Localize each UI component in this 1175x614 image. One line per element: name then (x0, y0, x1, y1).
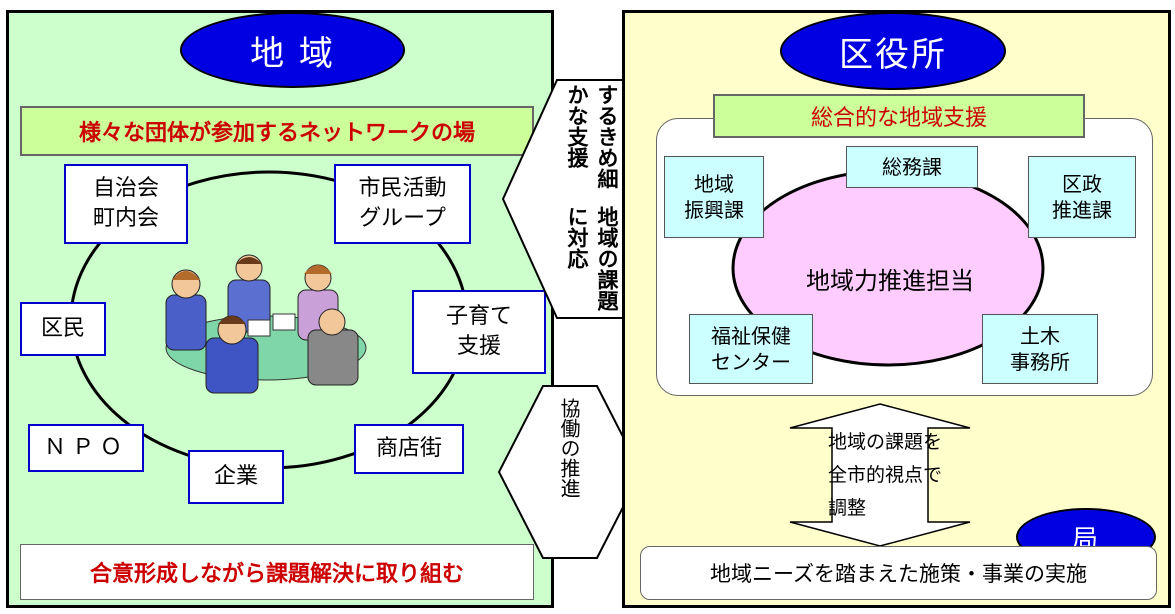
center-label: 地域力推進担当 (806, 266, 974, 295)
group-kosodate: 子育て 支援 (412, 290, 546, 374)
cooperation-hexagon (497, 385, 643, 559)
network-banner: 様々な団体が参加するネットワークの場 (20, 106, 534, 156)
community-title: 地 域 (180, 12, 405, 88)
group-shimin-katsudo: 市民活動 グループ (334, 164, 471, 244)
support-arrow-line2: するきめ細かな支援 (565, 84, 619, 189)
dept-somu: 総務課 (846, 146, 978, 188)
support-arrow-line1: 地域の課題に対応 (565, 205, 619, 311)
dept-kusei: 区政 推進課 (1028, 156, 1136, 238)
group-npo: ＮＰＯ (28, 424, 144, 472)
support-arrow-text: 地域の課題に対応 するきめ細かな支援 (562, 84, 622, 314)
cooperation-text: 協働の推進 (557, 398, 581, 498)
dept-shinko: 地域 振興課 (664, 156, 764, 238)
group-shotengai: 商店街 (354, 424, 464, 474)
group-kigyo: 企業 (188, 450, 284, 504)
ward-office-title: 区役所 (780, 12, 1006, 90)
meeting-illustration (165, 254, 367, 394)
support-banner: 総合的な地域支援 (713, 94, 1085, 138)
group-jichikai: 自治会 町内会 (64, 164, 188, 244)
dept-doboku: 土木 事務所 (982, 314, 1098, 384)
group-kumin: 区民 (20, 302, 106, 356)
dept-fukushi: 福祉保健 センター (689, 314, 813, 384)
consensus-box: 合意形成しながら課題解決に取り組む (20, 544, 534, 600)
policy-box: 地域ニーズを踏まえた施策・事業の実施 (640, 546, 1157, 600)
coordination-text: 地域の課題を 全市的視点で 調整 (828, 431, 943, 519)
